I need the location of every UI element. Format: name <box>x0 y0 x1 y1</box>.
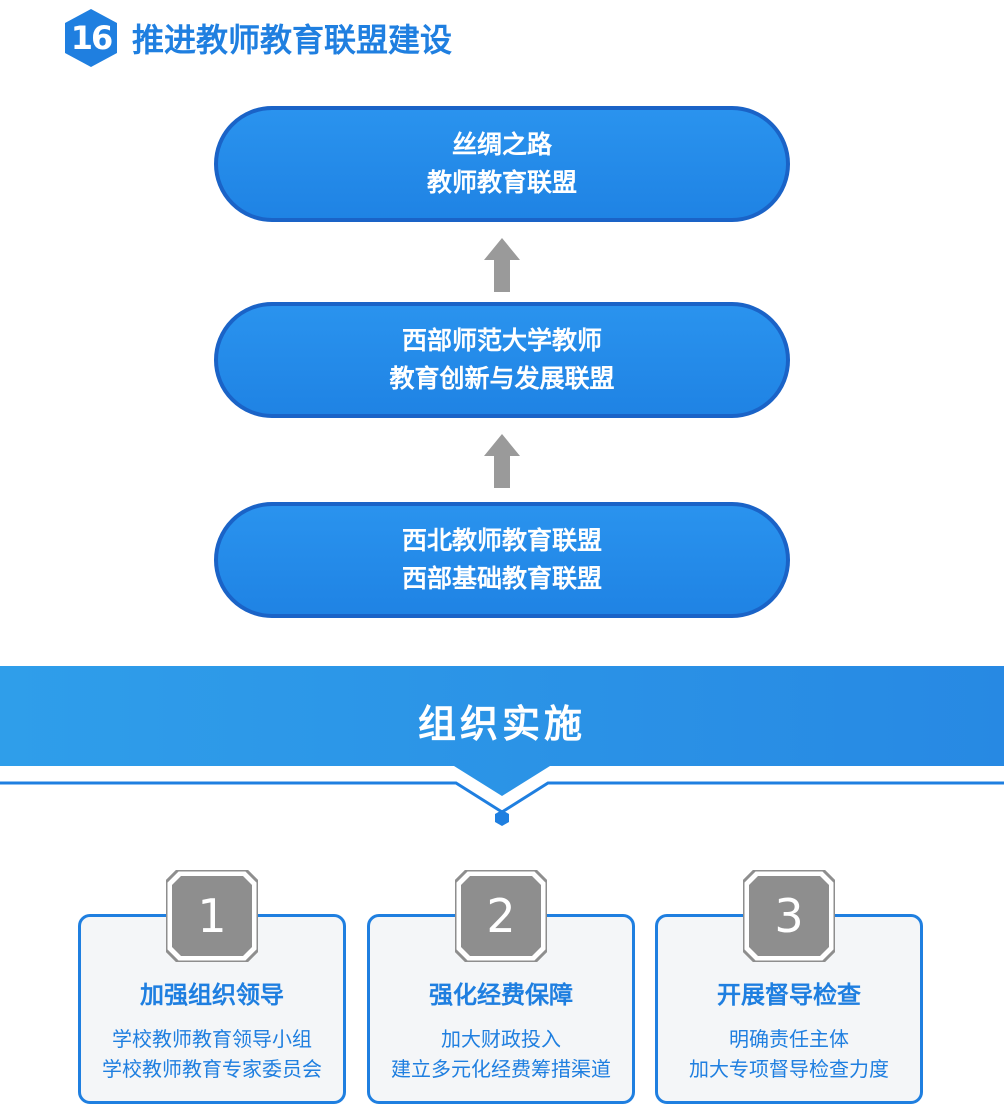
section-header: 16 推进教师教育联盟建设 <box>60 8 452 68</box>
alliance-line: 西部师范大学教师 <box>401 326 602 355</box>
number-box-shape <box>166 870 258 962</box>
section-number: 16 <box>70 19 114 57</box>
alliance-line: 教师教育联盟 <box>426 168 577 197</box>
measure-number: 1 <box>197 889 227 943</box>
measure-line: 学校教师教育领导小组 <box>112 1027 312 1051</box>
measure-line: 加大专项督导检查力度 <box>689 1057 889 1081</box>
banner-title: 组织实施 <box>417 702 586 746</box>
up-arrow-icon <box>484 238 520 292</box>
alliance-box-northwest: 西北教师教育联盟 西部基础教育联盟 <box>214 502 790 618</box>
alliance-box-silk-road: 丝绸之路 教师教育联盟 <box>214 106 790 222</box>
measure-card-3: 开展督导检查 明确责任主体 加大专项督导检查力度 <box>655 914 923 1104</box>
measure-line: 明确责任主体 <box>729 1027 849 1051</box>
section-title: 推进教师教育联盟建设 <box>132 21 453 59</box>
number-box-shape <box>743 870 835 962</box>
measure-number-badge-1: 1 <box>166 870 258 962</box>
number-box-shape <box>455 870 547 962</box>
alliance-line: 丝绸之路 <box>451 130 552 159</box>
measure-title: 强化经费保障 <box>429 981 573 1009</box>
section-number-badge: 16 <box>60 7 122 69</box>
alliance-line: 西部基础教育联盟 <box>401 564 602 593</box>
measure-line: 建立多元化经费筹措渠道 <box>391 1057 611 1081</box>
alliance-line: 西北教师教育联盟 <box>401 526 602 555</box>
alliance-box-western-normal: 西部师范大学教师 教育创新与发展联盟 <box>214 302 790 418</box>
hexagon-icon <box>65 9 117 67</box>
measure-title: 开展督导检查 <box>717 981 861 1009</box>
measure-number-badge-3: 3 <box>743 870 835 962</box>
alliance-line: 教育创新与发展联盟 <box>389 364 615 393</box>
measure-number: 3 <box>774 889 804 943</box>
measure-line: 学校教师教育专家委员会 <box>102 1057 322 1081</box>
measure-line: 加大财政投入 <box>441 1027 561 1051</box>
banner-shape <box>0 666 1004 826</box>
implementation-banner <box>0 666 1004 836</box>
measure-number-badge-2: 2 <box>455 870 547 962</box>
measure-number: 2 <box>486 889 516 943</box>
measure-title: 加强组织领导 <box>140 981 284 1009</box>
up-arrow-icon <box>484 434 520 488</box>
hexagon-dot-icon <box>495 810 509 826</box>
